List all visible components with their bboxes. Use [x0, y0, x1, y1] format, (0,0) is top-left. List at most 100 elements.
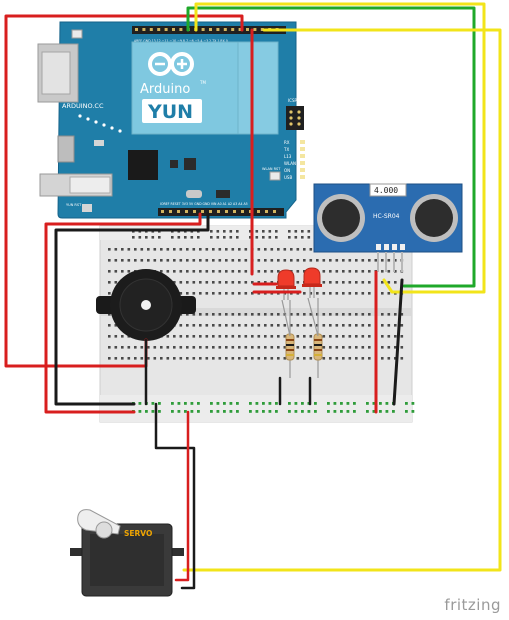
breadboard-hole: [387, 270, 391, 273]
breadboard-hole: [231, 248, 235, 251]
breadboard-hole: [192, 346, 196, 349]
breadboard-hole: [322, 259, 326, 262]
breadboard-hole: [283, 357, 287, 360]
header-pin: [179, 28, 183, 31]
brand-arduino: Arduino: [140, 82, 190, 97]
breadboard-hole: [400, 324, 404, 327]
breadboard-hole: [355, 346, 358, 349]
breadboard-hole: [166, 248, 170, 251]
breadboard-hole: [268, 230, 272, 233]
breadboard-hole: [205, 259, 209, 262]
breadboard-hole: [268, 410, 272, 413]
servo-horn-icon: [77, 509, 121, 539]
breadboard-hole: [244, 248, 248, 251]
breadboard-hole: [114, 270, 118, 273]
breadboard-hole: [268, 402, 272, 405]
breadboard-hole: [335, 270, 339, 273]
breadboard-hole: [179, 313, 183, 316]
header-pin: [201, 28, 205, 31]
breadboard-hole: [199, 292, 202, 295]
breadboard-hole: [307, 236, 311, 239]
breadboard-hole: [238, 259, 241, 262]
breadboard-hole: [361, 292, 365, 295]
breadboard-hole: [225, 313, 228, 316]
breadboard-hole: [236, 230, 239, 233]
breadboard-hole: [257, 259, 261, 262]
breadboard-hole: [322, 313, 326, 316]
breadboard-hole: [186, 248, 189, 251]
breadboard-hole: [400, 313, 404, 316]
breadboard-hole: [333, 410, 337, 413]
breadboard-hole: [342, 324, 345, 327]
status-led-label: TX: [283, 147, 289, 152]
breadboard-hole: [275, 402, 278, 405]
yun-rst-label: YUN RST: [66, 203, 82, 207]
breadboard-hole: [301, 410, 304, 413]
breadboard-hole: [199, 335, 202, 338]
breadboard-hole: [264, 346, 267, 349]
breadboard-hole: [184, 410, 187, 413]
breadboard-hole: [151, 410, 155, 413]
breadboard-hole: [197, 236, 200, 239]
breadboard-hole: [333, 402, 337, 405]
breadboard-hole: [177, 402, 181, 405]
status-led-label: L13: [284, 154, 292, 159]
breadboard-hole: [329, 313, 332, 316]
header-pin: [217, 210, 220, 213]
header-pin: [273, 210, 276, 213]
breadboard-hole: [385, 410, 389, 413]
breadboard-hole: [283, 346, 287, 349]
breadboard-hole: [335, 357, 339, 360]
header-pin: [260, 28, 264, 31]
wire-yellow-echo: [194, 2, 486, 294]
breadboard-hole: [296, 357, 300, 360]
breadboard-hole: [366, 402, 369, 405]
breadboard-hole: [186, 335, 189, 338]
breadboard-hole: [210, 236, 213, 239]
wire-black-sensor-gnd: [392, 278, 404, 406]
breadboard-hole: [379, 402, 382, 405]
breadboard-hole: [355, 313, 358, 316]
status-led: [300, 140, 305, 144]
breadboard-hole: [160, 248, 163, 251]
breadboard-hole: [340, 402, 343, 405]
breadboard-hole: [342, 270, 345, 273]
wifi-module: [237, 41, 279, 135]
breadboard-hole: [238, 270, 241, 273]
breadboard-hole: [153, 259, 157, 262]
breadboard-hole: [411, 402, 415, 405]
breadboard-hole: [270, 248, 274, 251]
breadboard-hole: [238, 248, 241, 251]
header-pins: [135, 28, 279, 213]
breadboard-hole: [381, 259, 384, 262]
breadboard-hole: [270, 357, 274, 360]
reset-label: WLAN RST: [262, 167, 281, 171]
breadboard-hole: [322, 324, 326, 327]
digital-header-label: AREF GND 13 12 ~11 ~10 ~9 8 7 ~6 ~5 4 ~3…: [134, 39, 228, 43]
breadboard-hole: [212, 335, 215, 338]
breadboard-hole: [127, 248, 131, 251]
fritzing-logo: fritzing: [444, 596, 501, 614]
breadboard-hole: [192, 270, 196, 273]
reset-button[interactable]: [269, 171, 281, 181]
breadboard-hole: [134, 259, 137, 262]
header-pin: [201, 210, 204, 213]
breadboard-hole: [127, 357, 131, 360]
header-pin: [172, 28, 175, 31]
breadboard-hole: [212, 281, 215, 284]
header-pin: [209, 210, 212, 213]
breadboard-hole: [236, 402, 239, 405]
header-pin: [246, 28, 249, 31]
breadboard-hole: [394, 313, 397, 316]
breadboard-hole: [186, 259, 189, 262]
breadboard-hole: [218, 292, 222, 295]
breadboard-hole: [405, 402, 408, 405]
breadboard-hole: [294, 236, 298, 239]
header-pin: [231, 28, 235, 31]
breadboard-hole: [355, 324, 358, 327]
breadboard-hole: [264, 313, 267, 316]
yun-reset-button[interactable]: [71, 29, 83, 39]
breadboard-hole: [296, 335, 300, 338]
breadboard-hole: [294, 230, 298, 233]
